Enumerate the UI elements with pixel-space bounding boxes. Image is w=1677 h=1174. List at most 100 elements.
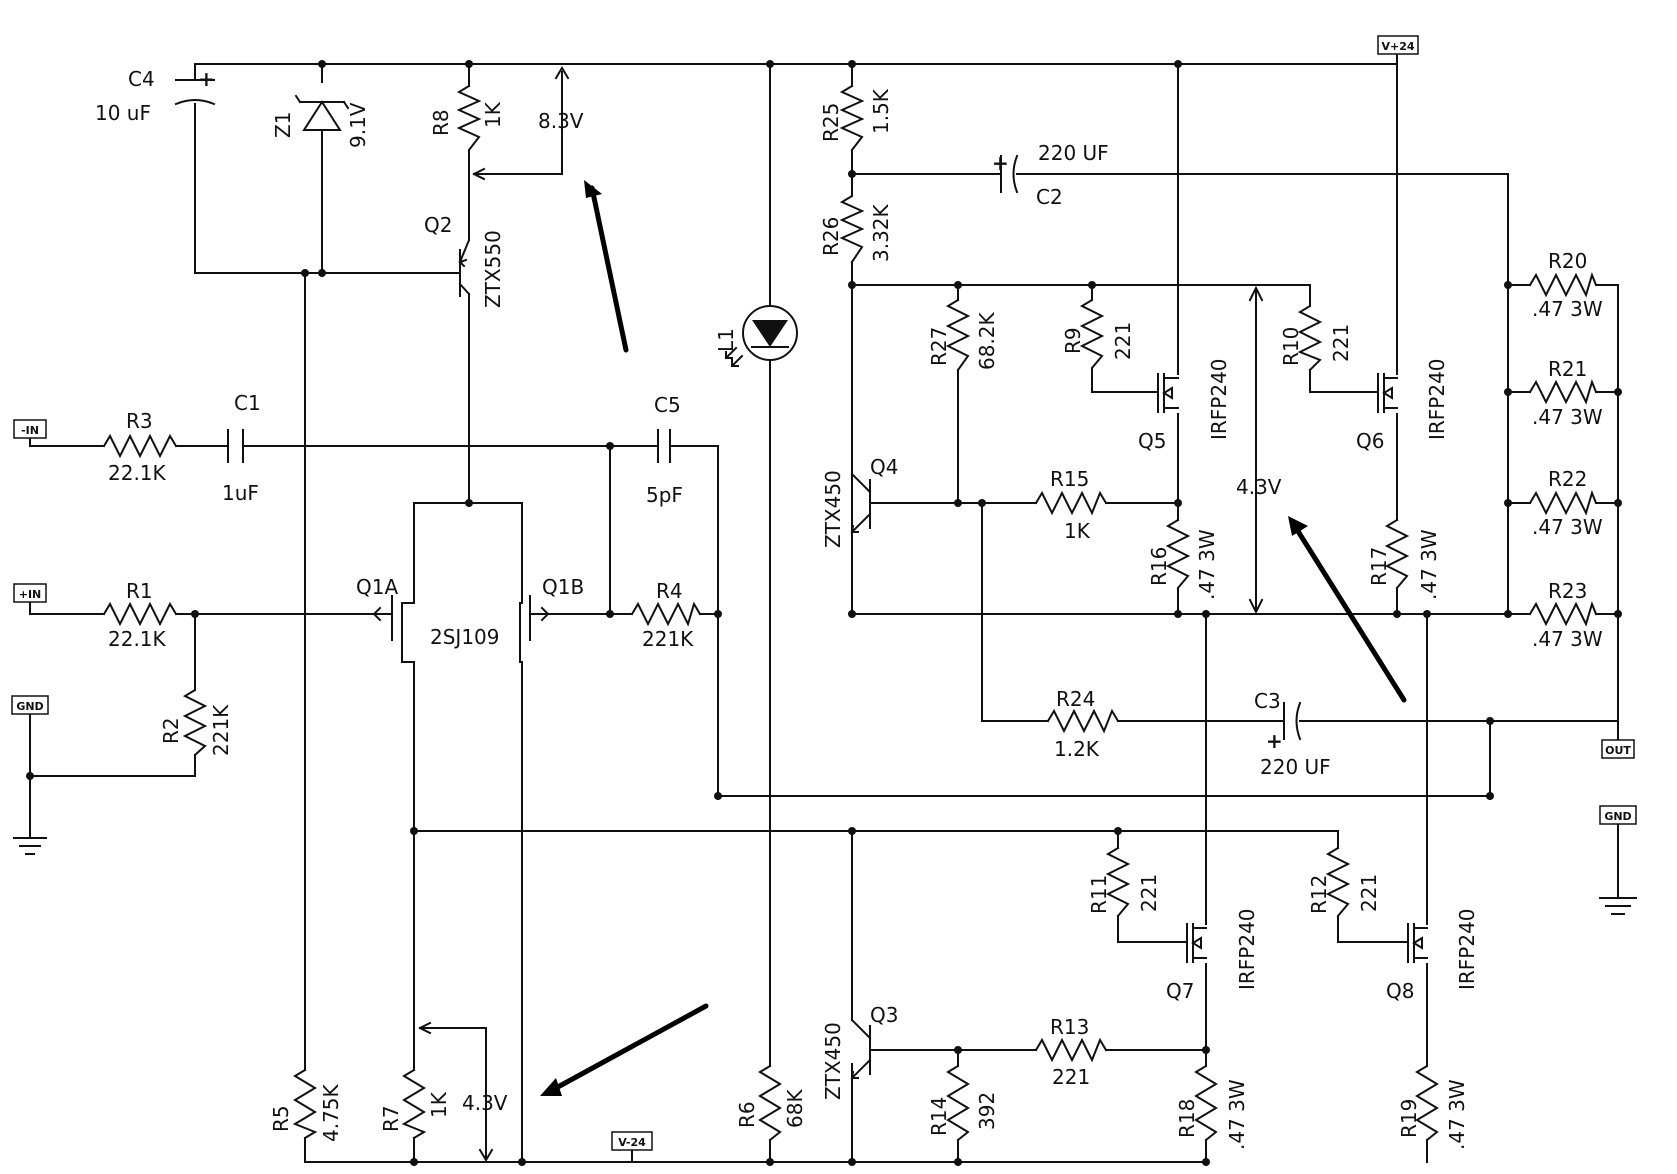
c3-value: 220 UF <box>1260 755 1331 779</box>
c3-plus: + <box>1266 729 1283 753</box>
r3-value: 22.1K <box>108 461 167 485</box>
transistor-q1b <box>519 595 550 663</box>
r19-value: .47 3W <box>1445 1079 1469 1150</box>
q2-part: ZTX550 <box>481 230 505 308</box>
r4-value: 221K <box>642 627 694 651</box>
q5-part: IRFP240 <box>1207 358 1231 440</box>
r26-value: 3.32K <box>869 203 893 262</box>
r1-ref: R1 <box>126 579 153 603</box>
zener-diode-z1 <box>294 94 350 131</box>
r15-value: 1K <box>1064 519 1091 543</box>
resistor-r8 <box>456 84 482 152</box>
mosfet-q8 <box>1388 923 1428 963</box>
capacitor-c3 <box>1283 701 1302 741</box>
q7-part: IRFP240 <box>1235 908 1259 990</box>
ground-symbol-left <box>13 837 47 855</box>
r7-value: 1K <box>427 1091 451 1118</box>
resistor-r4 <box>630 601 702 627</box>
resistor-r15 <box>1034 490 1108 516</box>
r2-ref: R2 <box>159 717 183 744</box>
resistor-r27 <box>945 298 971 372</box>
port-in-neg: -IN <box>13 419 47 439</box>
r25-ref: R25 <box>819 103 843 142</box>
transistor-q1a <box>372 595 415 663</box>
c2-plus: + <box>992 151 1009 175</box>
r27-ref: R27 <box>927 327 951 366</box>
resistor-r9 <box>1079 298 1105 370</box>
r12-value: 221 <box>1357 874 1381 912</box>
q1a-ref: Q1A <box>356 575 398 599</box>
resistor-r25 <box>839 84 865 152</box>
svg-text:V-24: V-24 <box>618 1136 646 1149</box>
port-v-pos: V+24 <box>1377 35 1419 55</box>
resistor-r6 <box>758 1064 782 1142</box>
resistor-r26 <box>839 194 865 264</box>
r16-ref: R16 <box>1147 547 1171 586</box>
resistor-r1 <box>102 601 178 627</box>
led-l1 <box>724 305 798 368</box>
r26-ref: R26 <box>819 217 843 256</box>
r24-value: 1.2K <box>1054 737 1100 761</box>
r25-value: 1.5K <box>869 88 893 134</box>
r2-value: 221K <box>209 704 233 756</box>
mosfet-q6 <box>1357 373 1398 413</box>
r18-ref: R18 <box>1175 1099 1199 1138</box>
q3-part: ZTX450 <box>821 1022 845 1100</box>
r14-value: 392 <box>975 1092 999 1130</box>
r5-value: 4.75K <box>319 1083 343 1142</box>
svg-text:V+24: V+24 <box>1381 40 1414 53</box>
r10-ref: R10 <box>1279 327 1303 366</box>
resistor-r13 <box>1034 1037 1108 1063</box>
c4-plus: + <box>198 67 215 91</box>
transistor-q4 <box>850 472 872 534</box>
r23-ref: R23 <box>1548 579 1587 603</box>
resistor-r16 <box>1165 518 1191 590</box>
z1-value: 9.1V <box>346 102 370 148</box>
resistor-r24 <box>1046 708 1120 734</box>
c1-ref: C1 <box>234 391 261 415</box>
ground-symbol-right <box>1599 897 1637 915</box>
port-out: OUT <box>1601 739 1635 759</box>
r21-ref: R21 <box>1548 357 1587 381</box>
c4-value: 10 uF <box>95 101 151 125</box>
arrow-down-left <box>540 1003 709 1096</box>
voltage-4-3v-output: 4.3V <box>1236 475 1282 499</box>
capacitor-c1 <box>227 429 244 463</box>
c1-value: 1uF <box>222 481 259 505</box>
r3-ref: R3 <box>126 409 153 433</box>
r11-value: 221 <box>1137 874 1161 912</box>
r6-value: 68K <box>783 1089 807 1128</box>
c5-value: 5pF <box>646 483 683 507</box>
z1-ref: Z1 <box>271 112 295 138</box>
r21-value: .47 3W <box>1532 405 1603 429</box>
r13-value: 221 <box>1052 1065 1090 1089</box>
resistor-r22 <box>1528 489 1598 516</box>
r27-value: 68.2K <box>975 311 999 370</box>
q1b-ref: Q1B <box>542 575 584 599</box>
resistor-r23 <box>1528 600 1598 627</box>
resistor-r10 <box>1297 304 1323 372</box>
r15-ref: R15 <box>1050 467 1089 491</box>
r14-ref: R14 <box>927 1097 951 1136</box>
capacitors <box>174 79 1302 741</box>
port-in-pos: +IN <box>13 583 47 603</box>
r24-ref: R24 <box>1056 687 1095 711</box>
resistor-r19 <box>1415 1064 1439 1142</box>
r19-ref: R19 <box>1397 1099 1421 1138</box>
c2-value: 220 UF <box>1038 141 1109 165</box>
resistor-r17 <box>1384 518 1410 590</box>
r22-value: .47 3W <box>1532 515 1603 539</box>
annotation-arrows <box>540 180 1407 1096</box>
svg-text:+IN: +IN <box>19 588 42 601</box>
q5-ref: Q5 <box>1138 429 1166 453</box>
q8-ref: Q8 <box>1386 979 1414 1003</box>
q7-ref: Q7 <box>1166 979 1194 1003</box>
resistor-r3 <box>102 433 178 459</box>
transistor-q3 <box>850 1018 872 1080</box>
voltage-bracket-output <box>1248 285 1264 615</box>
r12-ref: R12 <box>1307 875 1331 914</box>
arrow-up-left <box>584 180 629 353</box>
r8-ref: R8 <box>429 109 453 136</box>
r20-value: .47 3W <box>1532 297 1603 321</box>
